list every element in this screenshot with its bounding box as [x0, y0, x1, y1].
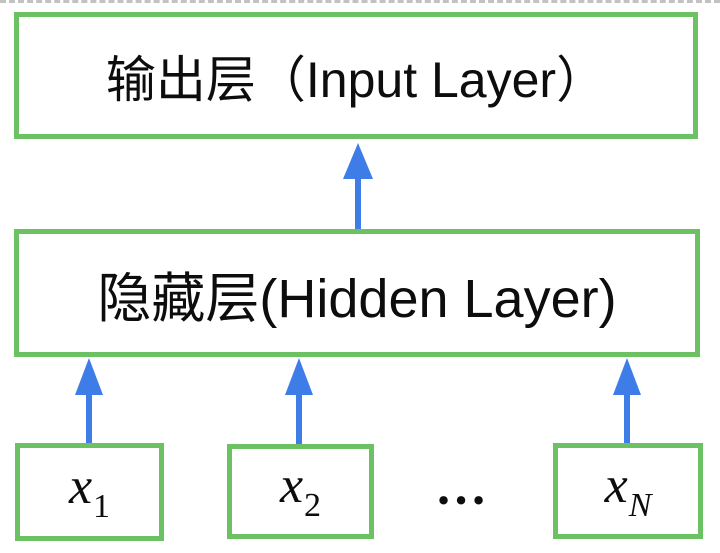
hidden-layer-box: 隐藏层(Hidden Layer) [14, 229, 700, 357]
input-node-xn-label: xN [604, 456, 652, 524]
arrow-x1-to-hidden-icon [75, 358, 103, 444]
input-node-x1-label: x1 [68, 457, 111, 525]
output-layer-box: 输出层（Input Layer） [14, 12, 698, 139]
input-node-x1: x1 [15, 443, 164, 541]
output-layer-label: 输出层（Input Layer） [105, 51, 607, 108]
arrow-x2-to-hidden-icon [285, 358, 313, 444]
arrow-hidden-to-output-icon [343, 143, 373, 232]
cropped-dashed-line [0, 0, 720, 3]
ellipsis-between-nodes: … [435, 459, 491, 516]
arrow-xn-to-hidden-icon [613, 358, 641, 444]
input-node-x2: x2 [227, 444, 374, 539]
input-node-x2-label: x2 [279, 457, 322, 524]
input-node-xn: xN [553, 443, 703, 539]
hidden-layer-label: 隐藏层(Hidden Layer) [97, 268, 617, 329]
